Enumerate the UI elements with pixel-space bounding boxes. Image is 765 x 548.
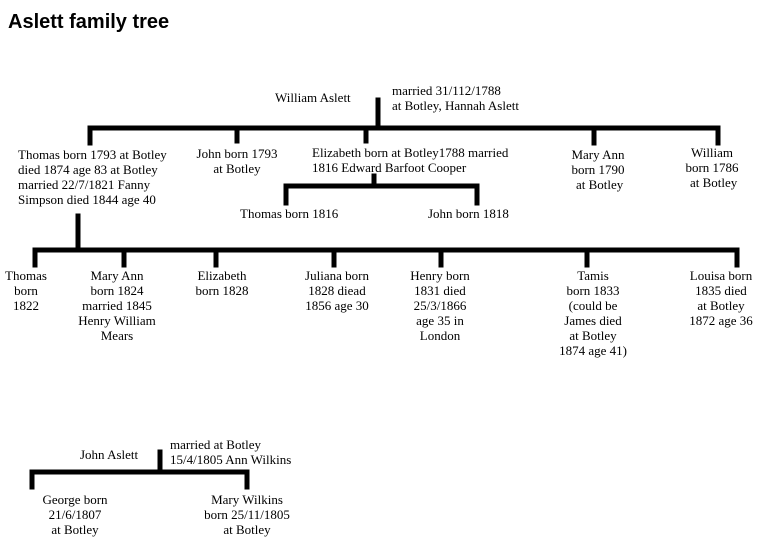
person-elizabeth-1828: Elizabeth born 1828 — [195, 268, 249, 298]
john-aslett-family-lines — [29, 449, 250, 490]
person-john-aslett: John Aslett — [80, 447, 139, 462]
person-mary-ann-1790: Mary Ann born 1790 at Botley — [571, 147, 625, 192]
person-henry-1831: Henry born 1831 died 25/3/1866 age 35 in… — [410, 268, 470, 343]
person-tamis-1833: Tamis born 1833 (could be James died at … — [559, 268, 627, 358]
person-thomas-1816: Thomas born 1816 — [240, 206, 339, 221]
page-title: Aslett family tree — [8, 11, 170, 33]
person-john-1793: John born 1793 at Botley — [196, 146, 278, 176]
william-family-lines — [87, 97, 721, 146]
person-thomas-1822: Thomas born 1822 — [5, 268, 47, 313]
elizabeth-family-lines — [283, 173, 480, 206]
person-john-1818: John born 1818 — [428, 206, 509, 221]
person-mary-ann-1824: Mary Ann born 1824 married 1845 Henry Wi… — [78, 268, 156, 343]
person-elizabeth-1788: Elizabeth born at Botley1788 married 181… — [312, 145, 509, 175]
thomas-family-lines — [32, 213, 740, 268]
person-juliana-1828: Juliana born 1828 diead 1856 age 30 — [305, 268, 369, 313]
marriage-note: married 31/112/1788 at Botley, Hannah As… — [392, 83, 519, 113]
person-george-1807: George born 21/6/1807 at Botley — [42, 492, 108, 537]
person-thomas-1793: Thomas born 1793 at Botley died 1874 age… — [18, 147, 167, 207]
person-louisa-1835: Louisa born 1835 died at Botley 1872 age… — [689, 268, 753, 328]
person-mary-wilkins-1805: Mary Wilkins born 25/11/1805 at Botley — [204, 492, 290, 537]
person-william-1786: William born 1786 at Botley — [685, 145, 739, 190]
person-william-aslett: William Aslett — [275, 90, 351, 105]
marriage-note-john: married at Botley 15/4/1805 Ann Wilkins — [170, 437, 292, 467]
